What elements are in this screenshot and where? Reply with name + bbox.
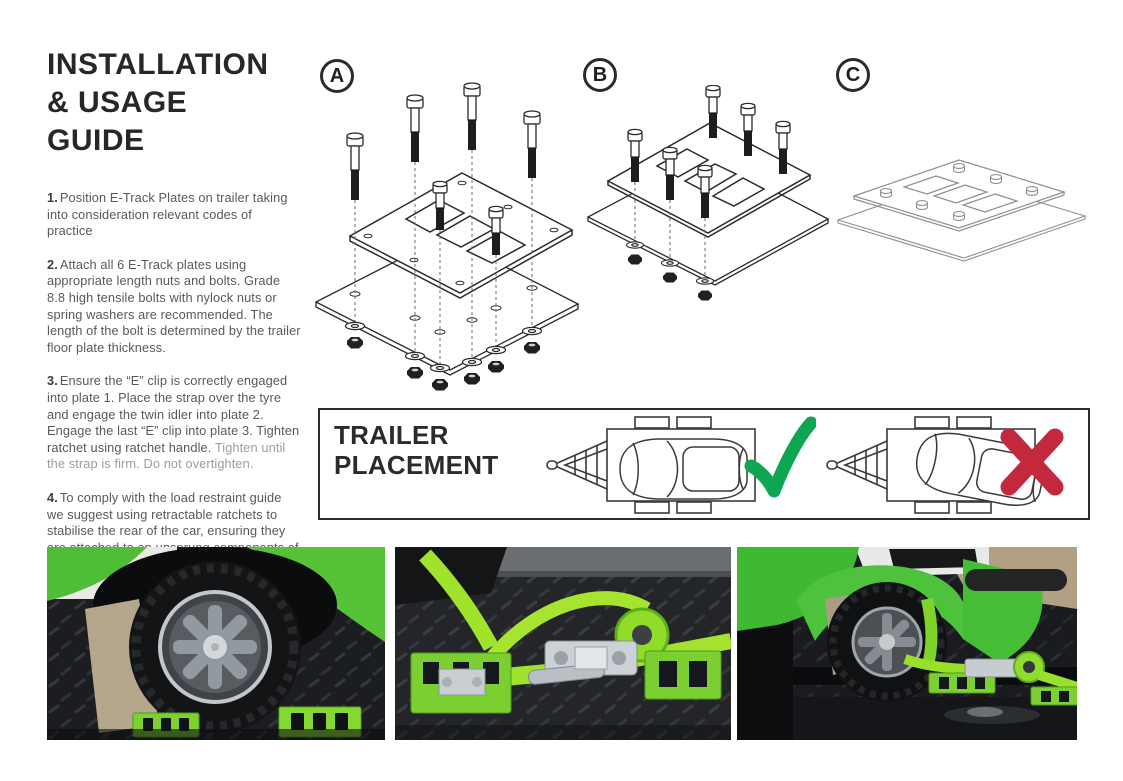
- strap-loop: [485, 591, 651, 664]
- instruction-3-number: 3.: [47, 373, 58, 389]
- diagram-c-installed: [836, 159, 1087, 262]
- alignment-lines: [354, 150, 533, 366]
- ratchet-mechanism: [528, 640, 638, 685]
- instruction-1-text: Position E-Track Plates on trailer takin…: [47, 190, 288, 239]
- ratchet: [964, 658, 1020, 678]
- instruction-4-number: 4.: [47, 489, 58, 505]
- trailer-placement-title: TRAILER PLACEMENT: [334, 420, 498, 480]
- text-column: INSTALLATION & USAGE GUIDE 1.Position E-…: [47, 46, 301, 590]
- instruction-list: 1.Position E-Track Plates on trailer tak…: [47, 190, 301, 573]
- e-track-plate-mid: [928, 672, 996, 694]
- title-line-3: GUIDE: [47, 124, 145, 157]
- tyre-and-wheel: [129, 561, 301, 733]
- page-title: INSTALLATION & USAGE GUIDE: [47, 46, 301, 160]
- bumper: [965, 569, 1067, 591]
- tyre-and-wheel: [827, 582, 947, 702]
- car-hood: [737, 547, 859, 631]
- instruction-1-number: 1.: [47, 190, 58, 205]
- instruction-2: 2.Attach all 6 E-Track plates using appr…: [47, 257, 301, 357]
- e-track-plate: [852, 159, 1066, 232]
- placement-title-line-1: TRAILER: [334, 420, 449, 450]
- instruction-2-number: 2.: [47, 256, 58, 272]
- strap-upper: [419, 549, 499, 651]
- trailer-placement-box: TRAILER PLACEMENT: [318, 408, 1090, 520]
- wheel-arch: [797, 565, 963, 641]
- title-line-1: INSTALLATION: [47, 48, 269, 81]
- placement-title-line-2: PLACEMENT: [334, 450, 499, 480]
- instruction-3-text-light: Tighten until the strap is firm. Do not …: [47, 439, 286, 472]
- e-track-plate-left: [410, 652, 512, 714]
- diagram-c-label: C: [836, 58, 870, 92]
- cross-icon: [1000, 428, 1064, 496]
- trailer-correct-figure: [546, 416, 756, 514]
- checkmark-icon: [744, 416, 816, 498]
- title-line-2: & USAGE: [47, 86, 188, 119]
- diagram-a-exploded-view: [314, 82, 580, 392]
- diagram-b-bolts-inserted: [586, 85, 830, 302]
- instruction-2-text: Attach all 6 E-Track plates using approp…: [47, 256, 301, 355]
- alignment-lines: [634, 182, 706, 279]
- instruction-3-text: Ensure the “E” clip is correctly engaged…: [47, 373, 300, 455]
- instruction-3: 3.Ensure the “E” clip is correctly engag…: [47, 373, 301, 473]
- e-track-plate-rear: [1030, 686, 1077, 706]
- strap-over-tyre: [921, 597, 938, 671]
- strap-right: [1037, 670, 1077, 692]
- photo-wheel-between-e-track-plates: [47, 547, 385, 740]
- diagram-b-label: B: [583, 58, 617, 92]
- diagram-a-label: A: [320, 59, 354, 93]
- e-track-plate-right: [644, 650, 722, 700]
- instruction-1: 1.Position E-Track Plates on trailer tak…: [47, 190, 301, 240]
- car-top-view: [619, 438, 748, 500]
- photo-car-strapped-on-trailer: [737, 547, 1077, 740]
- photo-ratchet-strap-assembly: [395, 547, 731, 740]
